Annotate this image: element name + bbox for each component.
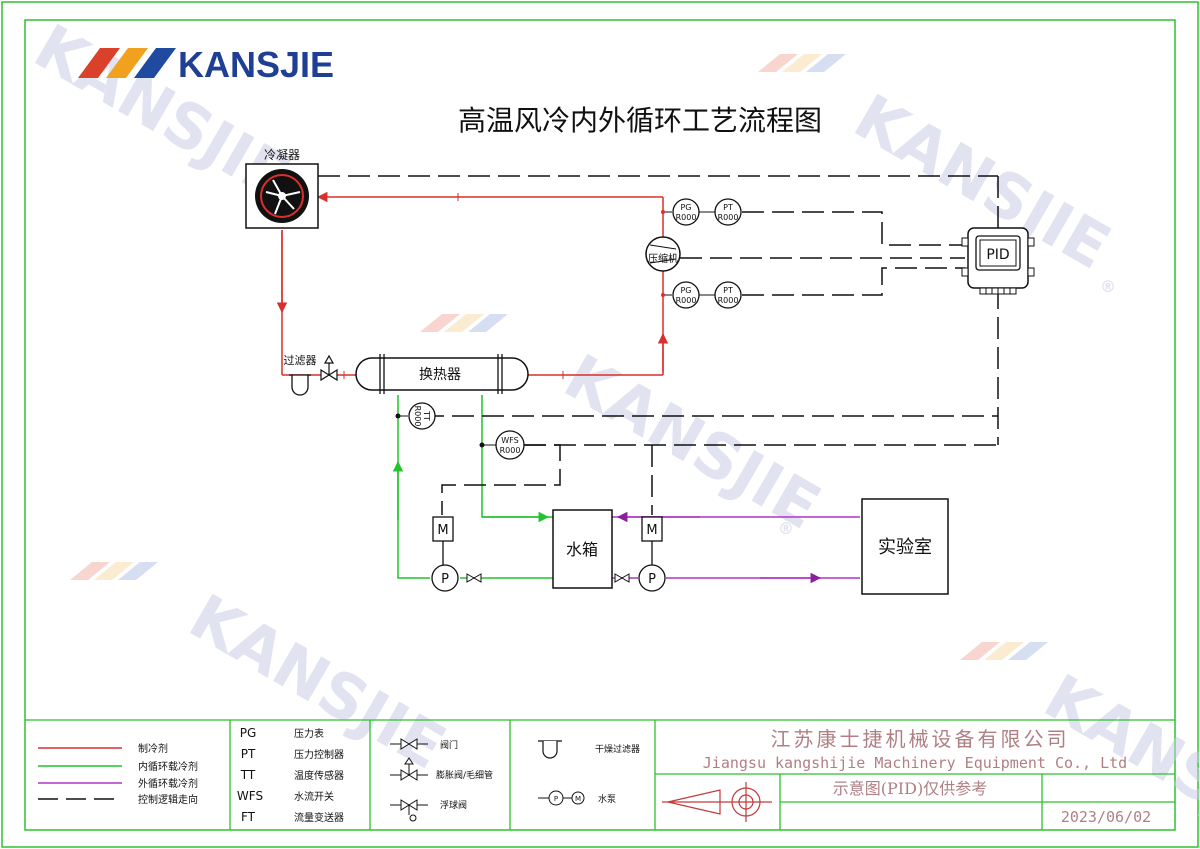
- disclaimer-note: 示意图(PID)仅供参考: [833, 779, 987, 798]
- dryer-filter-icon: [538, 740, 562, 759]
- company-logo: KANSJIE: [78, 44, 334, 85]
- instrument-pg-discharge: PG R000: [663, 198, 700, 226]
- inner-frame: [24, 19, 1176, 831]
- svg-text:压力控制器: 压力控制器: [294, 748, 344, 761]
- inner-pump: P: [431, 564, 459, 592]
- inner-pump-motor: M: [432, 516, 454, 565]
- outer-valve: [614, 573, 630, 583]
- svg-text:R000: R000: [718, 213, 739, 222]
- dryer-filter: 过滤器: [284, 354, 317, 396]
- svg-text:PT: PT: [723, 286, 733, 295]
- svg-text:阀门: 阀门: [440, 739, 458, 751]
- svg-text:FT: FT: [241, 810, 256, 824]
- inner-valve: [466, 573, 482, 583]
- svg-text:膨胀阀/毛细管: 膨胀阀/毛细管: [436, 769, 493, 781]
- svg-text:干燥过滤器: 干燥过滤器: [595, 743, 640, 755]
- refrigerant-lines: [276, 191, 669, 376]
- pipe-ticks: [343, 193, 564, 379]
- svg-text:R000: R000: [676, 296, 697, 305]
- svg-text:P: P: [441, 572, 449, 587]
- expansion-valve-icon: [390, 757, 428, 781]
- watermark-registered: ®: [778, 519, 794, 538]
- svg-text:TT: TT: [422, 410, 431, 421]
- svg-text:PG: PG: [680, 286, 691, 295]
- svg-text:PG: PG: [240, 726, 257, 740]
- legend-outer-loop: 外循环载冷剂: [138, 777, 198, 790]
- filter-label: 过滤器: [284, 354, 317, 367]
- instrument-pt-suction: PT R000: [699, 281, 742, 309]
- svg-text:R000: R000: [500, 446, 521, 455]
- legend-refrigerant: 制冷剂: [138, 742, 168, 755]
- water-pump-icon-m: M: [575, 795, 581, 803]
- water-tank: 水箱: [552, 509, 613, 589]
- condenser: 冷凝器: [245, 147, 319, 229]
- logo-stripe-orange: [106, 48, 148, 78]
- svg-text:P: P: [648, 572, 656, 587]
- instrument-tt: TT R000: [395, 402, 436, 430]
- svg-text:WFS: WFS: [237, 789, 263, 803]
- outer-pump-motor: M: [641, 516, 663, 565]
- svg-text:压力表: 压力表: [294, 727, 324, 740]
- heat-exchanger-label: 换热器: [419, 366, 461, 383]
- company-name-cn: 江苏康士捷机械设备有限公司: [771, 727, 1070, 751]
- svg-text:R000: R000: [718, 296, 739, 305]
- svg-text:R000: R000: [413, 406, 422, 427]
- svg-text:水流开关: 水流开关: [294, 790, 334, 803]
- projection-symbol-icon: [662, 782, 772, 822]
- legend-block: [25, 719, 1175, 830]
- company-name-en: Jiangsu kangshijie Machinery Equipment C…: [703, 754, 1127, 772]
- logo-stripe-red: [78, 48, 120, 78]
- lab-room: 实验室: [861, 498, 949, 595]
- diagram-title: 高温风冷内外循环工艺流程图: [458, 104, 822, 137]
- pid-label: PID: [986, 247, 1009, 263]
- pid-controller: PID: [961, 227, 1035, 295]
- control-lines: [318, 175, 999, 515]
- svg-text:PT: PT: [723, 203, 733, 212]
- instrument-wfs: WFS R000: [479, 430, 525, 460]
- svg-text:TT: TT: [240, 768, 256, 782]
- svg-text:温度传感器: 温度传感器: [294, 769, 344, 782]
- svg-text:浮球阀: 浮球阀: [440, 799, 467, 811]
- svg-text:水泵: 水泵: [598, 793, 616, 805]
- legend-inner-loop: 内循环载冷剂: [138, 760, 198, 773]
- expansion-valve: [320, 354, 338, 382]
- svg-text:PG: PG: [680, 203, 691, 212]
- svg-text:R000: R000: [676, 213, 697, 222]
- legend-control: 控制逻辑走向: [138, 793, 198, 806]
- inner-loop-lines: [392, 395, 553, 579]
- heat-exchanger: 换热器: [355, 354, 529, 394]
- lab-label: 实验室: [878, 537, 932, 558]
- compressor-label: 压缩机: [648, 252, 678, 265]
- logo-stripe-blue: [134, 48, 176, 78]
- instrument-pt-discharge: PT R000: [699, 198, 742, 226]
- outer-pump: P: [638, 564, 666, 592]
- water-tank-label: 水箱: [566, 540, 598, 559]
- svg-text:流量变送器: 流量变送器: [294, 811, 344, 824]
- symbol-legend-a: 阀门 膨胀阀/毛细管 浮球阀: [390, 738, 493, 822]
- float-valve-icon: [390, 799, 428, 822]
- watermark-registered: ®: [1100, 277, 1116, 296]
- instrument-pg-suction: PG R000: [663, 281, 700, 309]
- water-pump-icon-p: P: [554, 795, 558, 803]
- svg-text:M: M: [646, 523, 657, 538]
- condenser-label: 冷凝器: [264, 147, 300, 162]
- svg-text:M: M: [437, 523, 448, 538]
- svg-text:PT: PT: [241, 747, 256, 761]
- water-pump-icon: [538, 790, 585, 806]
- valve-icon: [390, 738, 428, 750]
- abbreviation-legend: PG 压力表 PT 压力控制器 TT 温度传感器 WFS 水流开关 FT 流量变…: [237, 726, 344, 824]
- svg-text:WFS: WFS: [501, 436, 518, 445]
- logo-wordmark: KANSJIE: [178, 44, 334, 85]
- symbol-legend-b: 干燥过滤器 P M 水泵: [538, 740, 640, 806]
- line-legend: 制冷剂 内循环载冷剂 外循环载冷剂 控制逻辑走向: [38, 742, 198, 806]
- drawing-date: 2023/06/02: [1061, 808, 1151, 826]
- compressor: 压缩机: [645, 236, 681, 272]
